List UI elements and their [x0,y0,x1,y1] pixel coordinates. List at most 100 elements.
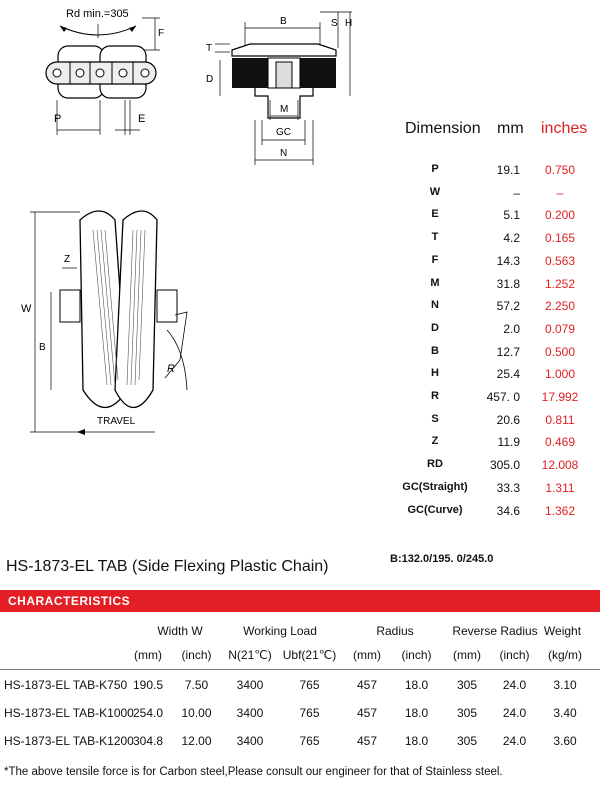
dim-row-inches: 0.200 [544,208,576,223]
dim-row-label: P [431,163,439,175]
dim-row-inches: 0.563 [544,253,576,268]
dim-w-label: W [21,303,32,315]
dim-row-label: H [431,367,439,380]
dim-row-inches: 0.469 [544,435,576,450]
dim-b-top-label: B [39,342,46,353]
char-cell-kg: 3.60 [553,734,577,748]
dim-f-label: F [158,28,164,39]
char-row-name: HS-1873-EL TAB-K1200 [4,734,134,748]
char-cell-r-in: 18.0 [404,678,429,692]
char-cell-kg: 3.40 [553,706,577,720]
th-r-mm: (mm) [353,648,381,662]
char-cell-ubf: 765 [299,678,320,692]
dim-e-label: E [138,113,145,125]
dim-row-label: D [431,321,439,334]
dim-row-inches: – [556,185,564,200]
th-width-inch: (inch) [181,648,212,662]
dim-row-mm: 457. 0 [486,390,520,404]
dim-r-label: R [167,363,175,375]
dim-row-label: F [431,253,439,266]
chain-cross-section-drawing: B S H T D M GC N [206,11,352,165]
dim-row-mm: 4.2 [503,231,520,246]
dim-gc-label: GC [276,127,291,138]
dim-row-mm: 25.4 [496,367,520,382]
char-row-name: HS-1873-EL TAB-K750 [4,678,128,692]
char-cell-r-mm: 457 [356,678,378,692]
char-cell-w-in: 12.00 [181,734,212,748]
dim-header-name: Dimension [405,120,481,137]
dim-header-inches: inches [541,120,588,137]
char-cell-w-mm: 254.0 [132,706,164,720]
char-cell-r-mm: 457 [356,706,378,720]
char-cell-rr-in: 24.0 [502,706,527,720]
footnote: *The above tensile force is for Carbon s… [4,766,503,778]
dim-row-mm: 305.0 [489,458,520,473]
dim-row-mm: 19.1 [496,163,520,177]
rd-min-label: Rd min.=305 [66,8,129,20]
dim-row-mm: 5.1 [503,208,520,223]
dim-p-label: P [54,113,61,125]
th-wl-n: N(21℃) [228,648,272,662]
char-row-name: HS-1873-EL TAB-K1000 [4,706,134,720]
dim-row: E 5.1 0.200 [385,208,595,230]
th-width: Width W [157,624,203,638]
dim-row-inches: 0.165 [544,231,576,246]
dim-row: W–– [385,186,595,208]
dim-row-label: R [431,390,439,402]
char-cell-w-mm: 190.5 [132,678,164,692]
dim-row-mm: 12.7 [496,344,520,359]
char-cell-rr-in: 24.0 [502,734,527,748]
char-cell-n: 3400 [236,734,264,748]
dim-row-mm: 34.6 [496,503,520,518]
char-cell-kg: 3.10 [553,678,577,692]
dim-s-label: S [331,18,338,29]
dim-b-label: B [280,16,287,27]
th-width-mm: (mm) [134,648,162,662]
table-rule [0,669,600,670]
dim-row-inches: 0.500 [544,344,576,359]
th-radius: Radius [376,624,414,638]
char-cell-n: 3400 [236,706,264,720]
chain-side-view-drawing: Rd min.=305 F P E [45,8,164,135]
dim-row-mm: 57.2 [496,299,520,314]
dim-row-label: E [431,208,439,221]
dim-header-mm: mm [497,120,524,137]
dim-row: P 19.1 0.750 [385,163,595,185]
chain-top-view-drawing: W B Z R TRAVEL [21,210,188,435]
dim-t-label: T [206,43,212,54]
th-working-load: Working Load [243,624,317,638]
dim-row-inches: 0.079 [544,321,576,336]
char-cell-rr-mm: 305 [456,734,478,748]
dim-row-inches: 0.811 [545,412,575,427]
char-cell-r-in: 18.0 [404,734,429,748]
dim-row-mm: – [513,185,520,200]
dim-row-inches: 0.750 [544,163,576,177]
dim-row-inches: 12.008 [541,458,579,473]
th-wl-ubf: Ubf(21℃) [282,648,337,662]
dim-row-inches: 2.250 [544,299,576,314]
char-cell-rr-mm: 305 [456,706,478,720]
dim-n-label: N [280,148,287,159]
dim-row-label: B [431,344,439,357]
dim-row-inches: 1.362 [544,503,576,518]
th-rr-mm: (mm) [453,648,481,662]
char-cell-n: 3400 [236,678,264,692]
char-cell-r-in: 18.0 [404,706,429,720]
char-cell-rr-mm: 305 [456,678,478,692]
char-cell-ubf: 765 [299,706,320,720]
th-weight-unit: (kg/m) [548,648,582,662]
th-weight: Weight [543,624,582,638]
char-cell-rr-in: 24.0 [502,678,527,692]
dim-row-mm: 31.8 [496,276,520,291]
dim-row-label: W [429,185,441,198]
dim-row-inches: 1.311 [545,480,575,495]
